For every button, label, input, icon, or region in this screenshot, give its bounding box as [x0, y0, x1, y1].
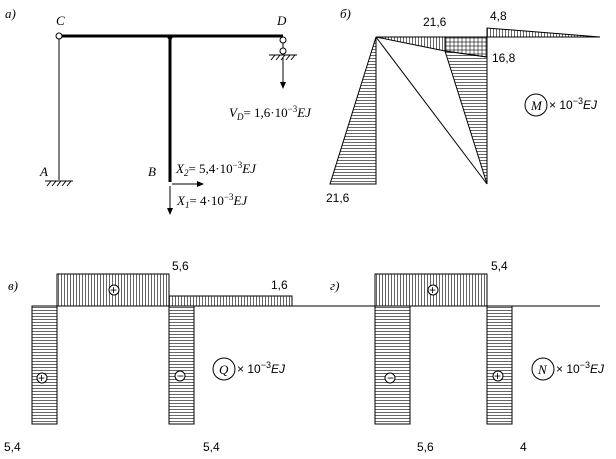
panel-b-label: б) [340, 6, 351, 21]
n-legend-symbol: N [537, 362, 548, 377]
n-mid-column-area [486, 305, 513, 425]
q-value-col-mid: 5,4 [203, 440, 220, 454]
m-legend-circle [524, 93, 548, 117]
panel-c-label: в) [8, 278, 18, 293]
n-left-sign-circle [384, 372, 396, 384]
panel-b-moment-diagram: б) 21,6 21,6 4,8 16,8 M × 10−3EJ [326, 6, 601, 205]
q-mid-sign-circle [174, 370, 186, 382]
node-b-label: B [148, 164, 156, 179]
q-legend-symbol: Q [219, 362, 229, 377]
q-mid-sign: − [177, 369, 184, 383]
q-value-beam-left: 5,6 [172, 259, 189, 273]
n-beam-sign-circle [427, 284, 439, 296]
n-mid-sign: + [494, 369, 501, 383]
q-beam-right-area [168, 295, 293, 307]
q-left-column-area [31, 305, 58, 425]
q-legend-circle [212, 357, 236, 381]
n-beam-sign: + [429, 283, 436, 297]
m-value-top-right: 4,8 [490, 9, 507, 23]
q-left-sign: + [38, 371, 45, 385]
q-left-sign-circle [36, 372, 48, 384]
n-value-beam: 5,4 [491, 259, 508, 273]
x2-label: X2= 5,4·10−3EJ [175, 160, 257, 178]
m-value-right: 16,8 [492, 51, 516, 65]
m-beam-left-area [375, 36, 446, 52]
roller-support-d [269, 36, 297, 61]
m-value-left-bottom: 21,6 [326, 191, 350, 205]
rigid-joint-marker [166, 36, 174, 41]
node-c-label: C [56, 13, 65, 28]
x1-label: X1= 4·10−3EJ [176, 192, 248, 210]
panel-c-shear-diagram: в) + + − 5,6 1,6 5,4 5,4 Q × 10−3EJ [4, 259, 600, 454]
n-value-col-left: 5,6 [417, 440, 434, 454]
q-mid-column-area [168, 305, 195, 425]
n-left-column-area [374, 305, 411, 425]
m-value-top-left: 21,6 [423, 15, 447, 29]
n-legend-scale: × 10−3EJ [556, 360, 605, 376]
n-value-col-mid: 4 [520, 440, 527, 454]
q-beam-sign: + [110, 283, 117, 297]
m-beam-right-area [486, 27, 601, 38]
m-legend-scale: × 10−3EJ [549, 96, 598, 112]
node-d-label: D [276, 13, 287, 28]
m-legend-symbol: M [530, 98, 543, 113]
m-left-column-area [329, 36, 377, 185]
panel-d-normal-force-diagram: г) + − + 5,4 5,6 4 N × 10−3EJ [330, 259, 605, 454]
m-mid-column-area [444, 50, 488, 185]
q-legend-scale: × 10−3EJ [237, 360, 286, 376]
m-diagonal-line [375, 36, 488, 185]
n-mid-sign-circle [492, 370, 504, 382]
panel-d-label: г) [330, 278, 339, 293]
q-value-beam-right: 1,6 [271, 278, 288, 292]
panel-a-frame-scheme: а) C D A B [5, 6, 312, 215]
fixed-support-a [45, 180, 73, 187]
vd-label: VD= 1,6·10−3EJ [229, 104, 312, 122]
n-left-sign: − [387, 371, 394, 385]
panel-a-label: а) [5, 6, 16, 21]
q-value-col-left: 5,4 [4, 440, 21, 454]
hinge-c [55, 32, 63, 40]
node-a-label: A [39, 164, 48, 179]
n-legend-circle [531, 357, 555, 381]
q-beam-sign-circle [108, 284, 120, 296]
